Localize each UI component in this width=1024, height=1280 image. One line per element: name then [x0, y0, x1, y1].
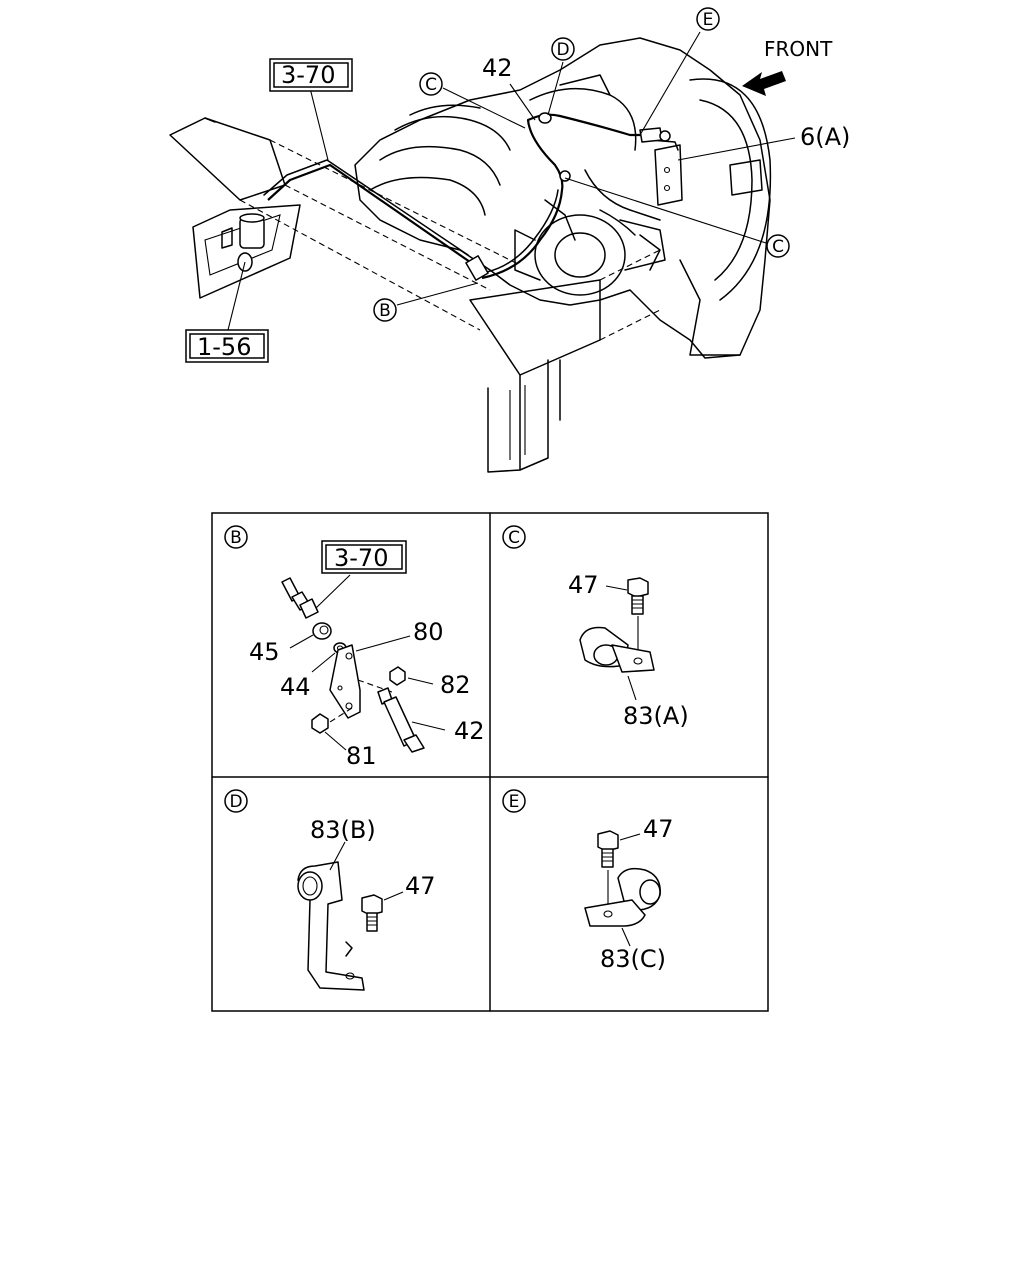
- panel-e-letter: E: [502, 789, 526, 813]
- front-arrow-icon: [742, 71, 786, 96]
- clamp-83a: [579, 626, 655, 673]
- front-label: FRONT: [764, 37, 833, 61]
- label-47-e: 47: [643, 815, 674, 843]
- svg-text:C: C: [772, 237, 784, 257]
- label-45: 45: [249, 638, 280, 666]
- svg-text:3-70: 3-70: [334, 544, 388, 572]
- svg-text:C: C: [508, 528, 520, 548]
- panel-c: C 47 83(A): [502, 525, 689, 730]
- label-80: 80: [413, 618, 444, 646]
- svg-text:E: E: [703, 10, 714, 30]
- ref-box-1-56[interactable]: 1-56: [185, 329, 269, 363]
- callout-c-right[interactable]: C: [766, 234, 790, 258]
- bolt-81: [311, 713, 329, 734]
- panel-e: E 47 83(C): [502, 789, 674, 973]
- svg-text:D: D: [556, 40, 569, 60]
- label-44: 44: [280, 673, 311, 701]
- main-leaders: [227, 31, 796, 331]
- label-81: 81: [346, 742, 377, 770]
- label-pipe-42: 42: [482, 54, 513, 82]
- callout-d[interactable]: D: [551, 37, 575, 61]
- ref-box-3-70[interactable]: 3-70: [269, 58, 353, 92]
- label-83b: 83(B): [310, 816, 376, 844]
- panel-d-letter: D: [224, 789, 248, 813]
- bolt-47-e: [597, 830, 619, 868]
- pipe-end-fitting: [281, 577, 319, 619]
- panel-d: D 83(B) 47: [224, 789, 436, 991]
- nut-45: [312, 622, 332, 640]
- pipe-42-end: [377, 687, 425, 753]
- label-42: 42: [454, 717, 485, 745]
- label-83c: 83(C): [600, 945, 666, 973]
- bolt-47-d: [361, 894, 383, 932]
- panel-b-letter: B: [224, 525, 248, 549]
- label-47-d: 47: [405, 872, 436, 900]
- callout-c-top[interactable]: C: [419, 72, 443, 96]
- panel-b: B 3-70: [224, 525, 485, 770]
- nut-82: [389, 666, 406, 686]
- label-item-6a: 6(A): [800, 123, 850, 151]
- svg-text:B: B: [230, 528, 242, 548]
- svg-text:3-70: 3-70: [281, 61, 335, 89]
- callout-b[interactable]: B: [373, 298, 397, 322]
- label-83a: 83(A): [623, 702, 689, 730]
- svg-text:1-56: 1-56: [197, 333, 251, 361]
- bracket-80: [329, 644, 361, 719]
- panel-c-letter: C: [502, 525, 526, 549]
- svg-text:D: D: [229, 792, 242, 812]
- clamp-83c: [584, 867, 661, 927]
- svg-text:C: C: [425, 75, 437, 95]
- svg-text:E: E: [509, 792, 520, 812]
- label-47-c: 47: [568, 571, 599, 599]
- callout-e[interactable]: E: [696, 7, 720, 31]
- panel-b-ref-box[interactable]: 3-70: [321, 540, 407, 574]
- bolt-47-c: [627, 577, 649, 615]
- svg-text:B: B: [379, 301, 391, 321]
- clamp-83b: [297, 861, 365, 991]
- front-direction-indicator: FRONT: [742, 37, 833, 96]
- label-82: 82: [440, 671, 471, 699]
- engine-assembly-drawing: [169, 37, 772, 473]
